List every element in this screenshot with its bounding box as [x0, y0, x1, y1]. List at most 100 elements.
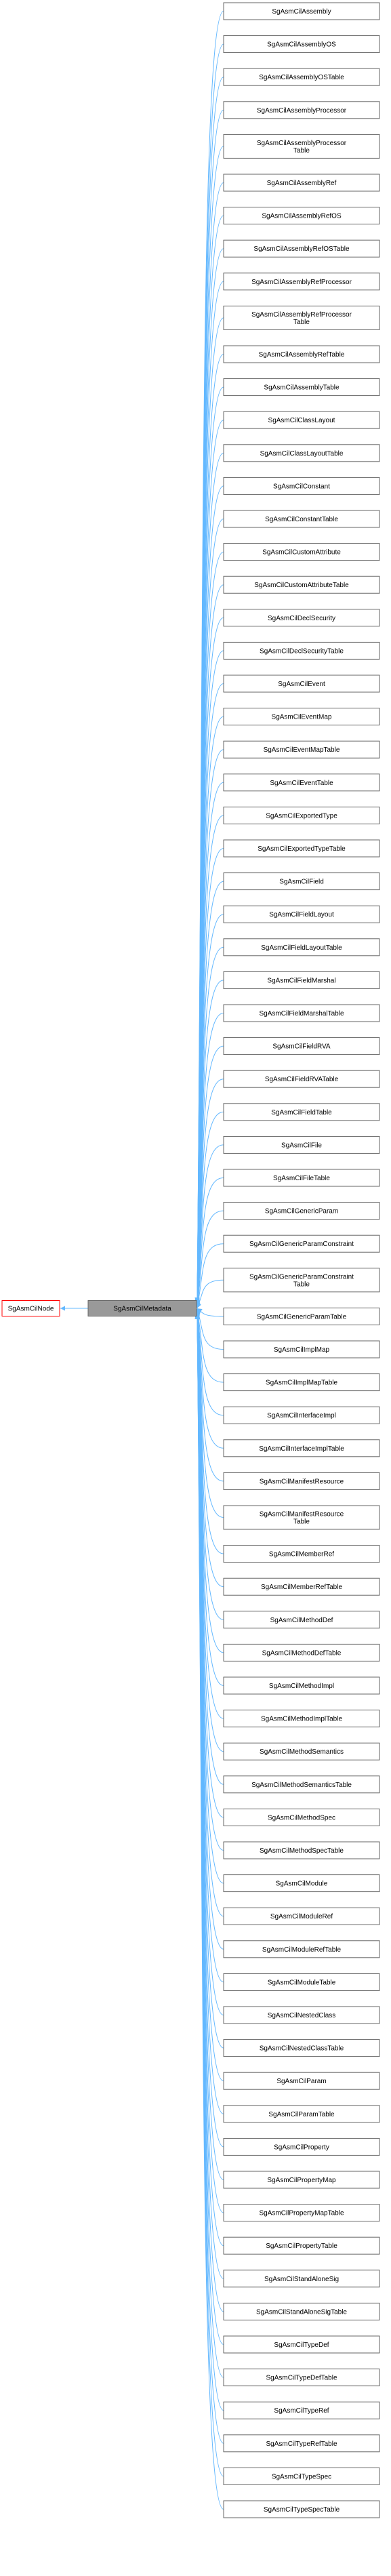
class-node-type-def[interactable]: SgAsmCilTypeDef — [223, 2335, 380, 2354]
class-node-generic-param-constraint[interactable]: SgAsmCilGenericParamConstraint — [223, 1234, 380, 1253]
class-node-method-def[interactable]: SgAsmCilMethodDef — [223, 1611, 380, 1629]
class-node-assembly-ostable[interactable]: SgAsmCilAssemblyOSTable — [223, 68, 380, 86]
class-node-method-spec[interactable]: SgAsmCilMethodSpec — [223, 1808, 380, 1826]
class-node-assembly-processor[interactable]: SgAsmCilAssemblyProcessor — [223, 101, 380, 119]
class-node-decl-security-box — [223, 609, 380, 627]
class-node-assembly-os[interactable]: SgAsmCilAssemblyOS — [223, 35, 380, 54]
class-node-module-table[interactable]: SgAsmCilModuleTable — [223, 1973, 380, 1991]
class-node-param-table[interactable]: SgAsmCilParamTable — [223, 2105, 380, 2123]
class-node-nested-class-box — [223, 2006, 380, 2024]
class-node-impl-map[interactable]: SgAsmCilImplMap — [223, 1340, 380, 1359]
class-node-exported-type[interactable]: SgAsmCilExportedType — [223, 806, 380, 824]
class-node-event-map[interactable]: SgAsmCilEventMap — [223, 708, 380, 726]
inheritance-edge — [197, 1308, 224, 1317]
class-node-assembly-ref-processor-label: SgAsmCilAssemblyRefProcessor — [251, 279, 352, 286]
class-node-nested-class[interactable]: SgAsmCilNestedClass — [223, 2006, 380, 2024]
class-node-event-box — [223, 675, 380, 693]
class-node-type-spec-table[interactable]: SgAsmCilTypeSpecTable — [223, 2500, 380, 2518]
class-node-event-label: SgAsmCilEvent — [278, 681, 325, 688]
class-node-field[interactable]: SgAsmCilField — [223, 872, 380, 891]
class-node-event-map-table[interactable]: SgAsmCilEventMapTable — [223, 740, 380, 759]
class-node-impl-map-table[interactable]: SgAsmCilImplMapTable — [223, 1373, 380, 1392]
class-node-event-table[interactable]: SgAsmCilEventTable — [223, 773, 380, 792]
class-node-field-marshal-table[interactable]: SgAsmCilFieldMarshalTable — [223, 1004, 380, 1022]
class-node-module-ref[interactable]: SgAsmCilModuleRef — [223, 1907, 380, 1925]
class-node-module[interactable]: SgAsmCilModule — [223, 1874, 380, 1893]
class-node-manifest-resource[interactable]: SgAsmCilManifestResource — [223, 1472, 380, 1490]
class-node-field-layout-label: SgAsmCilFieldLayout — [269, 911, 334, 919]
class-node-method-spec-table[interactable]: SgAsmCilMethodSpecTable — [223, 1841, 380, 1859]
class-node-stand-alone-sig-table-box — [223, 2302, 380, 2320]
class-node-generic-param-table[interactable]: SgAsmCilGenericParamTable — [223, 1307, 380, 1325]
class-node-method-semantics-table-box — [223, 1775, 380, 1794]
class-node-field-rvatable[interactable]: SgAsmCilFieldRVATable — [223, 1070, 380, 1088]
class-node-decl-security[interactable]: SgAsmCilDeclSecurity — [223, 609, 380, 627]
class-node-assembly-ref-table[interactable]: SgAsmCilAssemblyRefTable — [223, 345, 380, 363]
class-node-type-ref[interactable]: SgAsmCilTypeRef — [223, 2401, 380, 2419]
class-node-constant-table[interactable]: SgAsmCilConstantTable — [223, 510, 380, 528]
class-node-assembly-ref-processor[interactable]: SgAsmCilAssemblyRefProcessor — [223, 273, 380, 291]
class-node-member-ref-table[interactable]: SgAsmCilMemberRefTable — [223, 1577, 380, 1596]
class-node-method-impl[interactable]: SgAsmCilMethodImpl — [223, 1676, 380, 1695]
root-node-sg-asm-cil-node[interactable]: SgAsmCilNode — [1, 1300, 60, 1316]
class-node-file-table[interactable]: SgAsmCilFileTable — [223, 1169, 380, 1187]
class-node-assembly[interactable]: SgAsmCilAssembly — [223, 2, 380, 20]
class-node-stand-alone-sig[interactable]: SgAsmCilStandAloneSig — [223, 2270, 380, 2288]
class-node-property-map-table[interactable]: SgAsmCilPropertyMapTable — [223, 2204, 380, 2222]
class-node-assembly-ref-os[interactable]: SgAsmCilAssemblyRefOS — [223, 207, 380, 225]
class-node-stand-alone-sig-table[interactable]: SgAsmCilStandAloneSigTable — [223, 2302, 380, 2320]
class-node-field-rva[interactable]: SgAsmCilFieldRVA — [223, 1037, 380, 1055]
class-node-param[interactable]: SgAsmCilParam — [223, 2072, 380, 2090]
class-node-method-def-table[interactable]: SgAsmCilMethodDefTable — [223, 1643, 380, 1662]
class-node-assembly-os-box — [223, 35, 380, 54]
class-node-custom-attribute-table[interactable]: SgAsmCilCustomAttributeTable — [223, 576, 380, 594]
class-node-assembly-ref-ostable[interactable]: SgAsmCilAssemblyRefOSTable — [223, 239, 380, 258]
class-node-assembly-ref-os-box — [223, 207, 380, 225]
class-node-property-table-box — [223, 2236, 380, 2255]
inheritance-edge — [195, 1309, 224, 1416]
inheritance-edges — [60, 11, 224, 2510]
class-node-param-box — [223, 2072, 380, 2090]
class-node-decl-security-table[interactable]: SgAsmCilDeclSecurityTable — [223, 641, 380, 660]
class-node-file[interactable]: SgAsmCilFile — [223, 1135, 380, 1154]
class-node-field-marshal[interactable]: SgAsmCilFieldMarshal — [223, 971, 380, 989]
class-node-assembly-ref[interactable]: SgAsmCilAssemblyRef — [223, 174, 380, 192]
class-node-property-map[interactable]: SgAsmCilPropertyMap — [223, 2171, 380, 2189]
class-node-module-ref-label: SgAsmCilModuleRef — [270, 1913, 333, 1920]
class-node-method-semantics[interactable]: SgAsmCilMethodSemantics — [223, 1742, 380, 1760]
inheritance-edge — [195, 1310, 224, 1482]
class-node-property-map-table-label: SgAsmCilPropertyMapTable — [259, 2210, 344, 2217]
class-node-exported-type-table[interactable]: SgAsmCilExportedTypeTable — [223, 839, 380, 858]
class-node-field-rva-box — [223, 1037, 380, 1055]
class-node-type-def-table[interactable]: SgAsmCilTypeDefTable — [223, 2369, 380, 2387]
class-node-type-spec[interactable]: SgAsmCilTypeSpec — [223, 2467, 380, 2485]
class-node-custom-attribute[interactable]: SgAsmCilCustomAttribute — [223, 543, 380, 561]
class-node-constant[interactable]: SgAsmCilConstant — [223, 477, 380, 495]
class-node-method-semantics-table[interactable]: SgAsmCilMethodSemanticsTable — [223, 1775, 380, 1794]
class-node-interface-impl-table[interactable]: SgAsmCilInterfaceImplTable — [223, 1439, 380, 1457]
class-node-event-table-label: SgAsmCilEventTable — [270, 780, 333, 787]
class-node-interface-impl[interactable]: SgAsmCilInterfaceImpl — [223, 1406, 380, 1424]
class-node-module-ref-table[interactable]: SgAsmCilModuleRefTable — [223, 1940, 380, 1958]
class-node-class-layout[interactable]: SgAsmCilClassLayout — [223, 411, 380, 429]
class-node-generic-param[interactable]: SgAsmCilGenericParam — [223, 1202, 380, 1220]
class-node-event[interactable]: SgAsmCilEvent — [223, 675, 380, 693]
class-node-nested-class-table[interactable]: SgAsmCilNestedClassTable — [223, 2039, 380, 2057]
class-node-decl-security-label: SgAsmCilDeclSecurity — [268, 615, 335, 622]
class-node-method-impl-table[interactable]: SgAsmCilMethodImplTable — [223, 1710, 380, 1728]
class-node-field-table[interactable]: SgAsmCilFieldTable — [223, 1103, 380, 1121]
class-node-type-ref-table[interactable]: SgAsmCilTypeRefTable — [223, 2434, 380, 2453]
class-node-type-spec-table-label: SgAsmCilTypeSpecTable — [264, 2506, 340, 2514]
class-node-assembly-table[interactable]: SgAsmCilAssemblyTable — [223, 378, 380, 397]
class-node-member-ref[interactable]: SgAsmCilMemberRef — [223, 1545, 380, 1563]
focus-node-sg-asm-cil-metadata[interactable]: SgAsmCilMetadata — [87, 1300, 197, 1316]
class-node-property[interactable]: SgAsmCilProperty — [223, 2137, 380, 2156]
class-node-property-table[interactable]: SgAsmCilPropertyTable — [223, 2236, 380, 2255]
class-node-field-layout-table[interactable]: SgAsmCilFieldLayoutTable — [223, 938, 380, 957]
class-node-class-layout-table[interactable]: SgAsmCilClassLayoutTable — [223, 444, 380, 462]
class-node-field-layout[interactable]: SgAsmCilFieldLayout — [223, 905, 380, 923]
